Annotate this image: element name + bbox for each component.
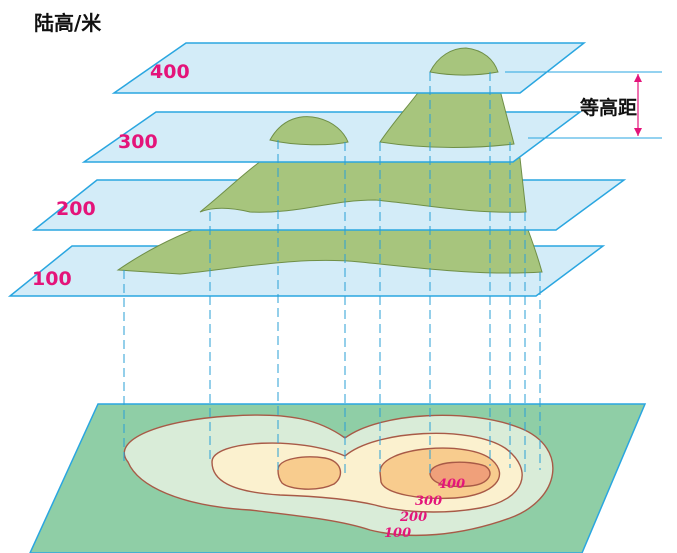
- hill-summit: [429, 47, 499, 76]
- map-label-300: 300: [415, 494, 442, 509]
- map-label-400: 400: [438, 477, 465, 492]
- map-label-200: 200: [399, 510, 427, 525]
- projection-lines: [123, 72, 541, 478]
- elevation-axis-title: 陆高/米: [34, 11, 102, 35]
- plane-label-300: 300: [118, 131, 158, 153]
- contour-region-300-left: [277, 456, 342, 490]
- contour-interval-callout: 等高距: [505, 71, 662, 139]
- interval-arrow-down: [634, 128, 642, 136]
- map-label-100: 100: [384, 526, 411, 541]
- contour-map: 400 300 200 100: [123, 414, 554, 541]
- interval-arrow-up: [634, 74, 642, 82]
- contour-region-400: [429, 461, 491, 488]
- plane-label-100: 100: [32, 268, 72, 290]
- plane-label-200: 200: [56, 198, 96, 220]
- hill-peak-left: [269, 116, 349, 146]
- plane-label-400: 400: [150, 61, 190, 83]
- hill-band-300-400: [379, 89, 515, 148]
- contour-interval-label: 等高距: [579, 96, 637, 119]
